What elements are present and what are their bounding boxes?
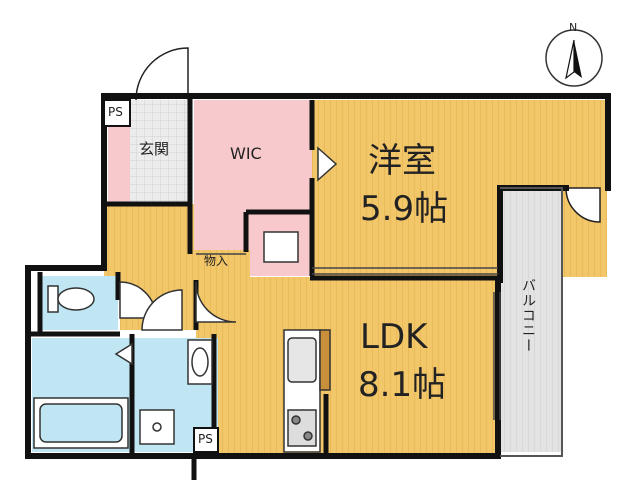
fridge-space xyxy=(263,231,299,263)
ps-bottom-box xyxy=(193,427,219,453)
kitchen-counter xyxy=(283,329,331,453)
label-ldk-size: 8.1帖 xyxy=(358,365,447,405)
label-yoshitsu-name: 洋室 xyxy=(368,141,436,181)
toilet-fixture xyxy=(47,285,95,313)
label-ps-bottom: PS xyxy=(198,432,213,446)
compass-label: N xyxy=(569,21,578,34)
balcony-door-swing xyxy=(565,187,601,223)
label-yoshitsu-size: 5.9帖 xyxy=(360,189,449,229)
balcony-outline xyxy=(500,187,563,457)
floor-hall xyxy=(104,204,196,280)
label-monoire: 物入 xyxy=(204,254,229,268)
sliding-doors xyxy=(196,253,501,420)
wic-door-arrow xyxy=(317,146,338,182)
compass xyxy=(545,29,603,87)
floor-shoebox xyxy=(108,126,130,202)
washing-machine-pan xyxy=(139,409,175,445)
label-wic: WIC xyxy=(230,144,262,163)
label-genkan: 玄関 xyxy=(139,140,170,158)
washroom-door-swing xyxy=(141,289,183,331)
label-ps-top: PS xyxy=(108,105,123,119)
ps-top-box xyxy=(103,99,131,127)
bath-door-arrow xyxy=(114,342,133,366)
ldk-door-swing xyxy=(195,281,237,323)
wash-basin xyxy=(187,339,213,385)
floor-ldk xyxy=(196,277,498,454)
label-balcony: バルコニー xyxy=(520,278,536,353)
floor-genkan xyxy=(130,100,190,202)
floor-balcony xyxy=(500,188,562,452)
entrance-door-swing xyxy=(135,47,189,101)
bathtub xyxy=(33,397,129,449)
label-ldk-name: LDK xyxy=(360,317,428,357)
